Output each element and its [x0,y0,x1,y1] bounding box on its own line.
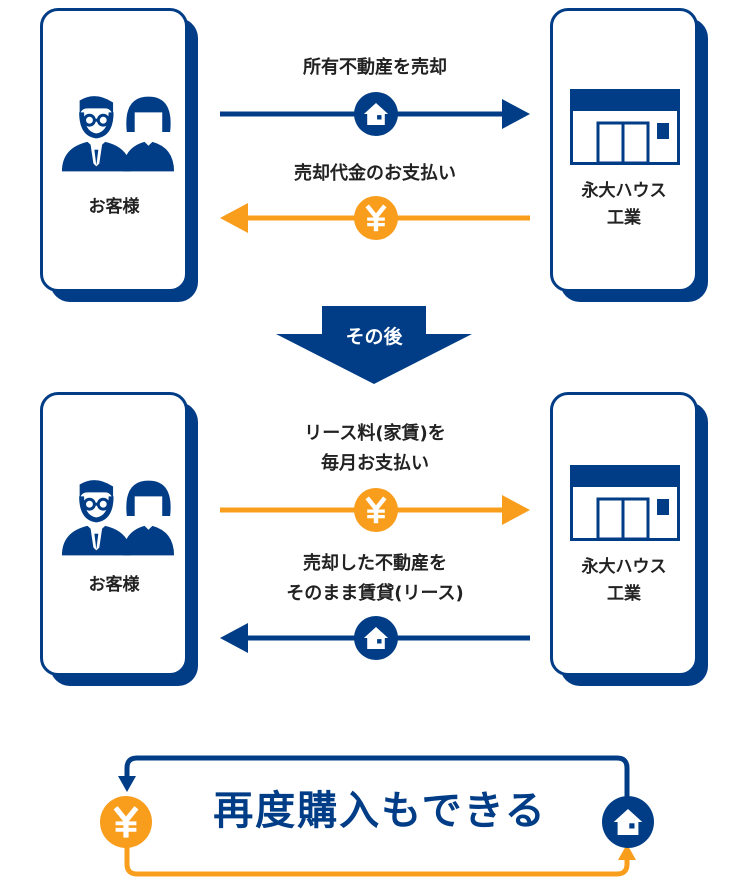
house-icon [354,92,398,136]
repurchase-loop [118,755,636,877]
flow-label-lease-line2: 毎月お支払い [321,453,429,474]
loop-arrow-up [618,844,636,860]
yen-icon [354,196,398,240]
company-box-1: 永大ハウス 工業 [550,8,708,302]
customer-label: お客様 [88,575,140,595]
people-icon [58,476,176,556]
transition-label: その後 [345,326,403,348]
down-arrow [276,306,472,384]
building-icon [570,465,680,541]
loop-arrow-down [118,776,136,792]
house-icon [354,616,398,660]
flow-label-rent-line2: そのまま賃貸(リース) [286,583,464,604]
flow-label-lease-line1: リース料(家賃)を [304,423,446,444]
company-label-line1: 永大ハウス [581,181,667,201]
flow-label-rent-line1: 売却した不動産を [303,553,447,574]
yen-icon [354,488,398,532]
people-icon [58,92,176,172]
flow-label-payment: 売却代金のお支払い [294,163,456,184]
company-box-2: 永大ハウス 工業 [550,392,708,686]
customer-box-2: お客様 [40,392,198,686]
company-label-line1: 永大ハウス [581,557,667,577]
customer-box-1: お客様 [40,8,198,302]
yen-icon [100,796,152,848]
customer-label: お客様 [88,197,140,217]
house-icon [602,796,654,848]
company-label-line2: 工業 [607,208,641,228]
repurchase-label: 再度購入もできる [213,788,547,834]
company-label-line2: 工業 [607,584,641,604]
flow-label-sell-property: 所有不動産を売却 [303,57,447,78]
building-icon [570,89,680,165]
